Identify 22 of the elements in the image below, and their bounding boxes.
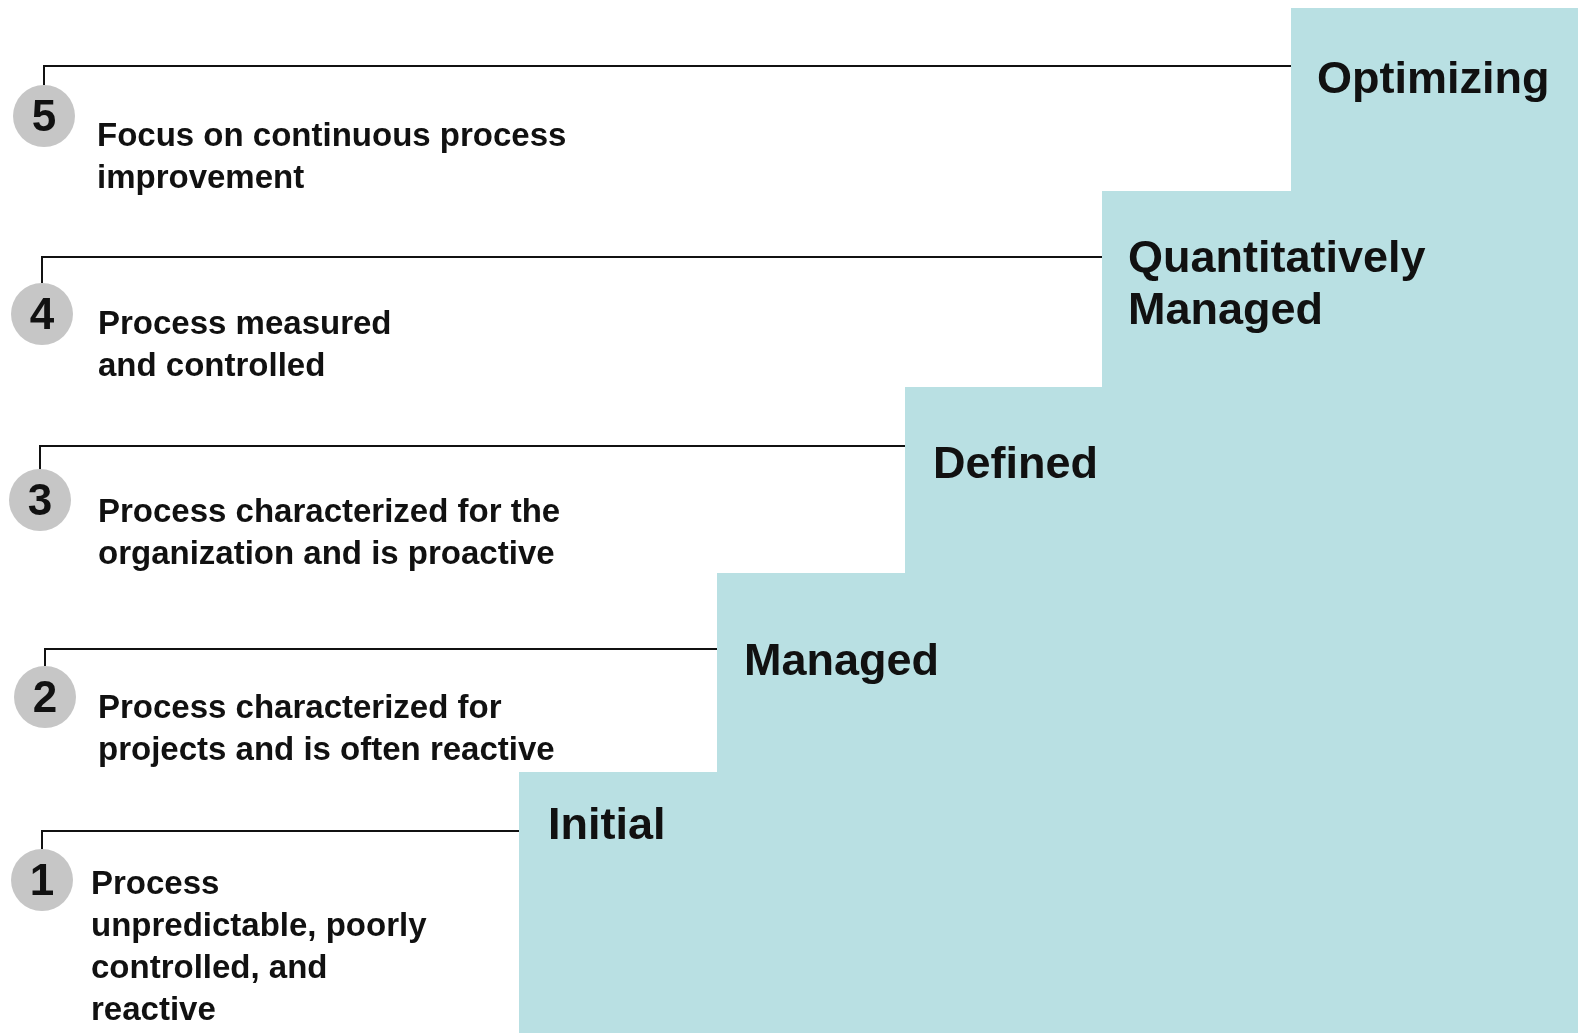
- connector-line: [43, 65, 1292, 86]
- level-name: Defined: [933, 437, 1099, 489]
- stair-step: [519, 772, 1578, 1033]
- connector-line: [41, 830, 520, 850]
- level-name: Initial: [548, 798, 667, 850]
- level-name: Optimizing: [1317, 52, 1551, 104]
- level-description: Focus on continuous process improvement: [97, 115, 568, 197]
- level-number: 4: [29, 292, 55, 336]
- level-number: 2: [32, 675, 58, 719]
- level-name: Quantitatively Managed: [1128, 231, 1427, 335]
- connector-line: [44, 648, 718, 667]
- level-description: Process characterized for the organization and is proactive: [98, 491, 562, 573]
- level-description: Process measured and controlled: [98, 303, 393, 385]
- connector-line: [41, 256, 1103, 284]
- level-description: Process unpredictable, poorly controlled, and reactive: [91, 863, 428, 1029]
- level-number: 1: [29, 858, 55, 902]
- level-description: Process characterized for projects and is often reactive: [98, 687, 556, 769]
- connector-line: [39, 445, 906, 470]
- stair-step: [1291, 8, 1578, 191]
- level-name: Managed: [744, 634, 941, 686]
- level-number: 5: [31, 94, 57, 138]
- level-number: 3: [27, 478, 53, 522]
